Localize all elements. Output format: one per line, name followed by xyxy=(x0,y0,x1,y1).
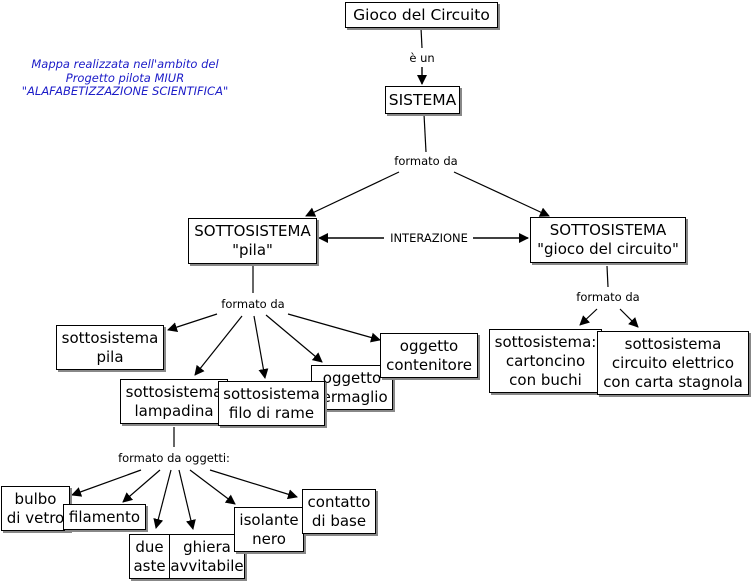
link-arrow xyxy=(305,171,400,217)
link-arrow xyxy=(619,308,639,328)
concept-label: avvitabile xyxy=(170,556,244,575)
concept-label: lampadina xyxy=(134,401,214,420)
link-arrow xyxy=(209,469,298,500)
link-line xyxy=(606,265,609,288)
link-label-formato-da-oggetti: formato da oggetti: xyxy=(116,451,232,465)
concept-label: isolante xyxy=(239,510,299,529)
link-arrow xyxy=(194,315,243,376)
link-arrow xyxy=(153,469,172,529)
link-label-e-un: è un xyxy=(407,51,437,65)
concept-label: Gioco del Circuito xyxy=(353,5,490,24)
concept-oggetto-contenitore[interactable]: oggetto contenitore xyxy=(380,333,478,378)
concept-label: con carta stagnola xyxy=(603,372,743,391)
concept-label: sottosistema xyxy=(125,382,223,401)
link-arrow xyxy=(71,469,142,497)
concept-sottosistema-filo-di-rame[interactable]: sottosistema filo di rame xyxy=(218,381,325,426)
link-arrow xyxy=(178,469,196,530)
concept-label: oggetto xyxy=(322,368,382,387)
concept-label: nero xyxy=(252,529,286,548)
concept-ghiera-avvitabile[interactable]: ghiera avvitabile xyxy=(169,534,245,579)
concept-sottosistema-circuito-elettrico[interactable]: sottosistema circuito elettrico con cart… xyxy=(597,331,749,395)
concept-label: filamento xyxy=(68,507,141,526)
note-line: Mappa realizzata nell'ambito del xyxy=(31,57,219,71)
concept-contatto-di-base[interactable]: contatto di base xyxy=(302,489,376,534)
link-arrow xyxy=(253,315,269,379)
concept-gioco-del-circuito[interactable]: Gioco del Circuito xyxy=(345,2,498,28)
project-note: Mappa realizzata nell'ambito del Progett… xyxy=(10,57,240,99)
concept-sistema[interactable]: SISTEMA xyxy=(385,86,460,114)
concept-label: "pila" xyxy=(232,241,273,259)
concept-label: aste xyxy=(133,556,166,575)
link-line xyxy=(423,113,427,153)
concept-sottosistema-gioco-del-circuito[interactable]: SOTTOSISTEMA "gioco del circuito" xyxy=(530,217,686,263)
concept-label: SOTTOSISTEMA xyxy=(194,222,311,240)
link-label-formato-da: formato da xyxy=(574,290,642,304)
concept-due-aste[interactable]: due aste xyxy=(129,534,170,579)
concept-label: con buchi xyxy=(509,370,582,389)
concept-label: di vetro xyxy=(6,508,65,527)
link-label-interazione: INTERAZIONE xyxy=(388,231,470,245)
concept-sottosistema-cartoncino[interactable]: sottosistema: cartoncino con buchi xyxy=(489,329,602,393)
link-arrow xyxy=(287,313,381,343)
concept-label: SOTTOSISTEMA xyxy=(549,221,667,239)
concept-label: contenitore xyxy=(386,355,472,374)
concept-label: cartoncino xyxy=(505,351,586,370)
concept-label: circuito elettrico xyxy=(611,353,735,372)
note-line: Progetto pilota MIUR xyxy=(65,70,185,85)
concept-label: bulbo xyxy=(14,489,57,508)
link-arrow xyxy=(122,469,161,503)
concept-bulbo-di-vetro[interactable]: bulbo di vetro xyxy=(1,486,70,531)
concept-label: SISTEMA xyxy=(388,90,457,109)
link-arrow xyxy=(189,469,236,505)
link-arrow xyxy=(453,171,550,217)
link-arrow xyxy=(579,308,598,326)
link-line xyxy=(420,27,423,49)
concept-label: fermaglio xyxy=(316,387,388,406)
concept-label: sottosistema xyxy=(223,384,320,403)
concept-sottosistema-lampadina[interactable]: sottosistema lampadina xyxy=(120,379,228,424)
concept-label: oggetto xyxy=(399,336,459,355)
concept-label: di base xyxy=(311,511,367,530)
concept-label: ghiera xyxy=(183,537,231,556)
concept-label: pila xyxy=(96,347,124,366)
link-arrow xyxy=(167,313,218,332)
concept-label: sottosistema xyxy=(624,334,722,353)
link-label-formato-da: formato da xyxy=(219,297,287,311)
link-arrow xyxy=(265,314,323,363)
concept-label: "gioco del circuito" xyxy=(537,240,679,258)
concept-label: sottosistema xyxy=(61,328,159,347)
concept-oggetto-fermaglio[interactable]: oggetto fermaglio xyxy=(311,365,393,410)
concept-label: due xyxy=(135,537,164,556)
note-line: "ALAFABETIZZAZIONE SCIENTIFICA" xyxy=(21,84,229,98)
concept-label: filo di rame xyxy=(228,403,315,422)
concept-label: sottosistema: xyxy=(494,332,597,351)
concept-label: contatto xyxy=(307,492,371,511)
concept-isolante-nero[interactable]: isolante nero xyxy=(234,507,304,552)
concept-sottosistema-pila-small[interactable]: sottosistema pila xyxy=(56,325,164,370)
concept-filamento[interactable]: filamento xyxy=(63,504,146,530)
link-label-formato-da: formato da xyxy=(392,154,460,168)
concept-sottosistema-pila[interactable]: SOTTOSISTEMA "pila" xyxy=(188,218,317,264)
